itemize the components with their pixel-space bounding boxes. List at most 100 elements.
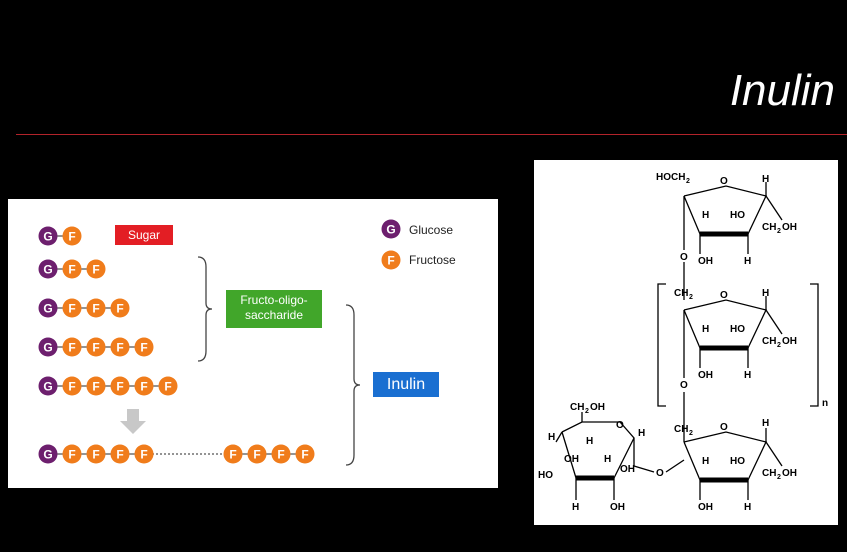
fructose-node-letter: F xyxy=(68,448,75,462)
fructose-node xyxy=(134,376,154,396)
sugar-tag: Sugar xyxy=(115,225,173,245)
svg-text:2: 2 xyxy=(686,178,690,185)
glucose-node xyxy=(38,337,58,357)
fructose-node-letter: F xyxy=(92,380,99,394)
legend-fructose-icon xyxy=(381,250,401,270)
fructose-node xyxy=(86,376,106,396)
svg-text:OH: OH xyxy=(698,256,713,267)
svg-text:O: O xyxy=(720,422,728,433)
svg-text:2: 2 xyxy=(777,228,781,235)
svg-text:OH: OH xyxy=(782,468,797,479)
title-divider xyxy=(16,134,847,135)
fructose-node-letter: F xyxy=(116,448,123,462)
down-arrow-icon xyxy=(120,409,146,434)
fructose-node-letter: F xyxy=(116,302,123,316)
glucose-node-letter: G xyxy=(43,341,52,355)
svg-text:H: H xyxy=(604,454,611,465)
fructose-node-letter: F xyxy=(92,341,99,355)
svg-text:OH: OH xyxy=(782,222,797,233)
svg-text:OH: OH xyxy=(590,402,605,413)
svg-text:CH: CH xyxy=(674,288,688,299)
svg-text:H: H xyxy=(744,256,751,267)
fructose-node xyxy=(86,259,106,279)
top-hoch2-label: HOCH xyxy=(656,172,685,183)
svg-text:2: 2 xyxy=(689,294,693,301)
svg-text:O: O xyxy=(656,468,664,479)
fos-tag-line2: saccharide xyxy=(244,308,304,322)
svg-text:H: H xyxy=(744,370,751,381)
inulin-tag: Inulin xyxy=(373,372,439,397)
svg-text:CH: CH xyxy=(674,424,688,435)
fructose-node-letter: F xyxy=(277,448,284,462)
glucose-node-letter: G xyxy=(43,448,52,462)
svg-text:CH: CH xyxy=(762,222,776,233)
top-o-label: O xyxy=(720,176,728,187)
fructose-node xyxy=(62,259,82,279)
fructose-node xyxy=(134,337,154,357)
legend-glucose-icon-letter: G xyxy=(386,223,395,237)
fructose-node xyxy=(223,444,243,464)
fructose-node-letter: F xyxy=(140,448,147,462)
fructose-node xyxy=(62,298,82,318)
fructose-node-letter: F xyxy=(92,302,99,316)
glucose-node xyxy=(38,298,58,318)
svg-text:HO: HO xyxy=(730,456,745,467)
fos-brace xyxy=(197,256,213,362)
fructose-node-letter: F xyxy=(140,380,147,394)
fructose-node xyxy=(158,376,178,396)
svg-text:CH: CH xyxy=(762,468,776,479)
fructose-node xyxy=(110,444,130,464)
fructose-node-letter: F xyxy=(301,448,308,462)
fructose-node-letter: F xyxy=(140,341,147,355)
fructose-node xyxy=(134,444,154,464)
fructose-node-letter: F xyxy=(116,341,123,355)
svg-text:OH: OH xyxy=(782,336,797,347)
glucose-node xyxy=(38,376,58,396)
repeat-bracket-left xyxy=(657,283,666,407)
svg-text:H: H xyxy=(586,436,593,447)
svg-text:2: 2 xyxy=(777,474,781,481)
legend-glucose-icon xyxy=(381,219,401,239)
svg-text:H: H xyxy=(702,456,709,467)
svg-text:HO: HO xyxy=(538,470,553,481)
slide-title: Inulin xyxy=(729,66,835,115)
fructose-node xyxy=(271,444,291,464)
fructose-node xyxy=(86,337,106,357)
middle-ring-outline xyxy=(683,299,767,349)
svg-text:H: H xyxy=(548,432,555,443)
glucose-node-letter: G xyxy=(43,302,52,316)
svg-text:H: H xyxy=(702,324,709,335)
legend-fructose-icon-letter: F xyxy=(387,254,394,268)
fructose-node-letter: F xyxy=(229,448,236,462)
glucose-node-letter: G xyxy=(43,230,52,244)
svg-text:H: H xyxy=(744,502,751,513)
svg-text:O: O xyxy=(720,290,728,301)
fructose-node-letter: F xyxy=(253,448,260,462)
inulin-brace xyxy=(345,304,361,466)
fructose-node-letter: F xyxy=(68,341,75,355)
repeat-subscript: n xyxy=(822,398,828,409)
fructose-node xyxy=(86,444,106,464)
svg-text:O: O xyxy=(616,420,624,431)
svg-text:OH: OH xyxy=(610,502,625,513)
svg-text:2: 2 xyxy=(777,342,781,349)
svg-text:H: H xyxy=(638,428,645,439)
svg-text:CH: CH xyxy=(762,336,776,347)
fructose-node xyxy=(247,444,267,464)
svg-text:HO: HO xyxy=(730,324,745,335)
fos-tag: Fructo-oligo- saccharide xyxy=(226,290,322,328)
fructose-node-letter: F xyxy=(68,302,75,316)
legend-glucose-label: Glucose xyxy=(409,223,454,237)
fructose-node-letter: F xyxy=(68,230,75,244)
bottom-ring-outline xyxy=(683,431,767,481)
svg-text:2: 2 xyxy=(585,408,589,415)
glucose-node-letter: G xyxy=(43,263,52,277)
svg-text:H: H xyxy=(762,418,769,429)
fructose-node xyxy=(110,298,130,318)
top-ring-outline xyxy=(683,185,767,235)
fructose-node-letter: F xyxy=(116,380,123,394)
fructose-node xyxy=(110,376,130,396)
